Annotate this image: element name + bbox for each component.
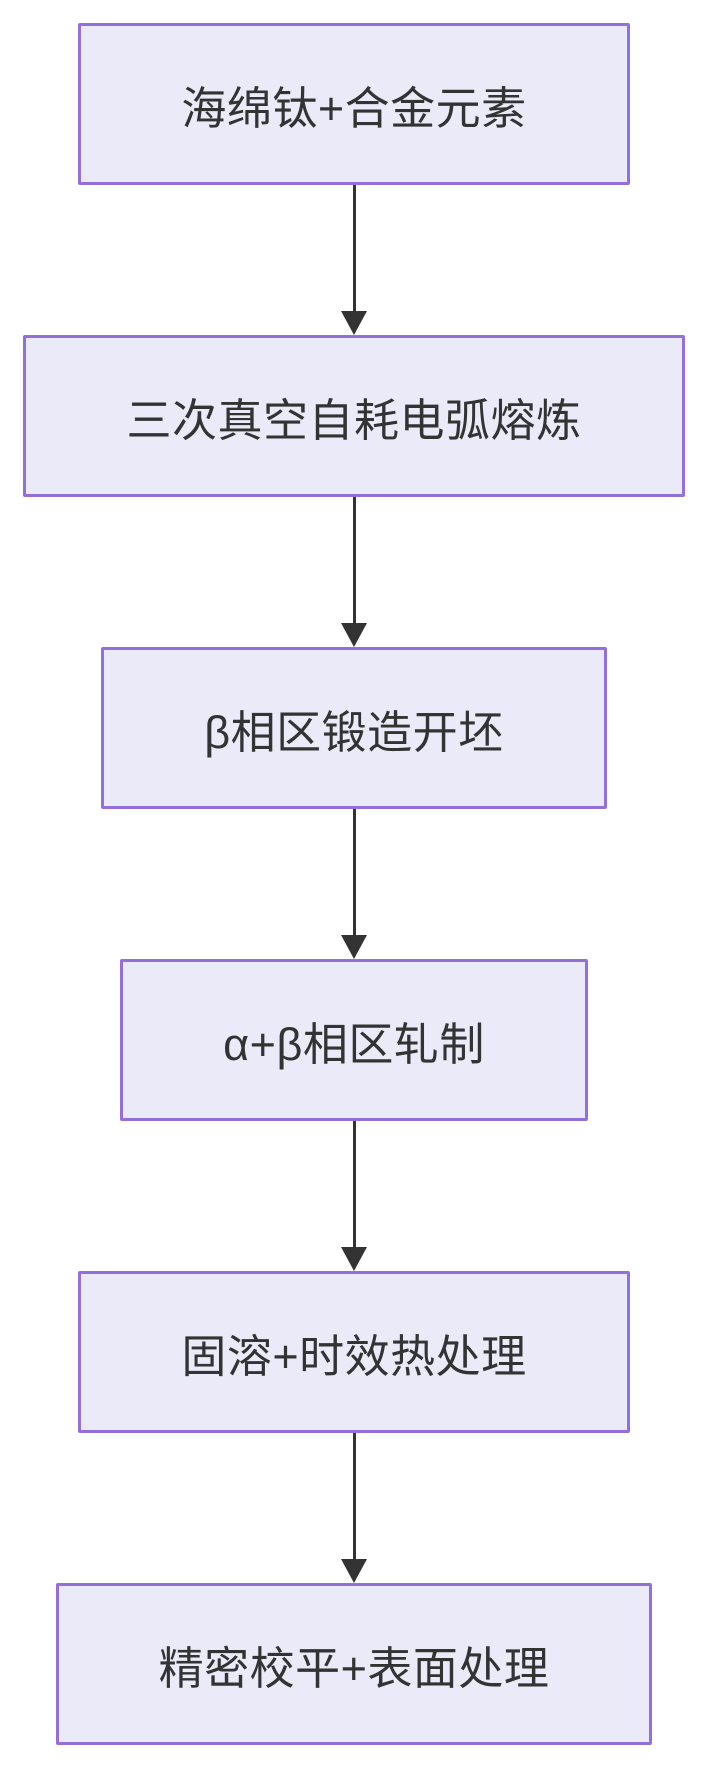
flow-arrow-2 <box>339 497 369 647</box>
flow-node-label: β相区锻造开坯 <box>204 706 504 758</box>
flow-node-label: 固溶+时效热处理 <box>181 1330 527 1382</box>
flow-arrow-3 <box>339 809 369 959</box>
arrow-line <box>352 497 356 623</box>
flow-node-leveling-surface-treatment: 精密校平+表面处理 <box>55 1583 653 1745</box>
flow-node-vacuum-arc-melting: 三次真空自耗电弧熔炼 <box>23 335 685 497</box>
flow-node-alpha-beta-rolling: α+β相区轧制 <box>120 959 588 1121</box>
flow-node-label: 海绵钛+合金元素 <box>181 82 527 134</box>
arrow-line <box>352 185 356 311</box>
flow-arrow-1 <box>339 185 369 335</box>
arrow-line <box>352 809 356 935</box>
arrow-head-icon <box>341 623 367 647</box>
flow-node-label: α+β相区轧制 <box>223 1018 485 1070</box>
flow-node-solution-aging-heat-treatment: 固溶+时效热处理 <box>78 1271 630 1433</box>
arrow-line <box>352 1433 356 1559</box>
arrow-line <box>352 1121 356 1247</box>
arrow-head-icon <box>341 1247 367 1271</box>
arrow-head-icon <box>341 935 367 959</box>
flow-node-label: 三次真空自耗电弧熔炼 <box>126 394 582 446</box>
arrow-head-icon <box>341 1559 367 1583</box>
flow-node-beta-phase-forging: β相区锻造开坯 <box>101 647 607 809</box>
flow-arrow-5 <box>339 1433 369 1583</box>
flow-node-sponge-titanium-alloy: 海绵钛+合金元素 <box>78 23 630 185</box>
flow-arrow-4 <box>339 1121 369 1271</box>
flow-node-label: 精密校平+表面处理 <box>158 1642 550 1694</box>
arrow-head-icon <box>341 311 367 335</box>
